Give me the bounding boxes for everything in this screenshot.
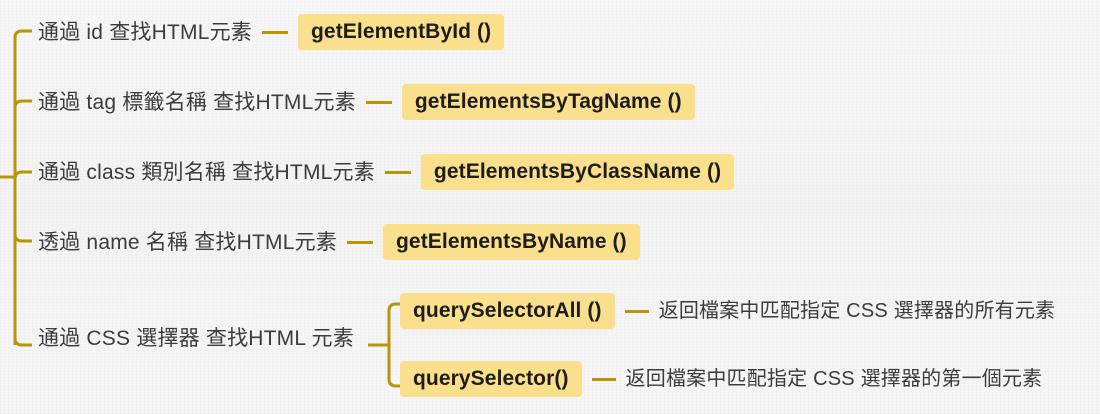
method-badge-queryselector[interactable]: querySelector() bbox=[400, 361, 582, 397]
elbow-to-id-row bbox=[13, 29, 32, 39]
branch-row-tag: 通過 tag 標籤名稱 查找HTML元素 getElementsByTagNam… bbox=[38, 84, 695, 120]
connector-line-icon bbox=[384, 170, 411, 174]
connector-line-icon bbox=[591, 377, 616, 381]
connector-line-icon bbox=[347, 240, 373, 244]
method-badge-getelementsbytagname[interactable]: getElementsByTagName () bbox=[401, 84, 695, 120]
description-queryselectorall: 返回檔案中匹配指定 CSS 選擇器的所有元素 bbox=[658, 300, 1056, 322]
description-queryselector: 返回檔案中匹配指定 CSS 選擇器的第一個元素 bbox=[625, 368, 1043, 390]
branch-label-id: 通過 id 查找HTML元素 bbox=[38, 20, 252, 44]
elbow-to-tag-row bbox=[13, 99, 32, 109]
method-badge-getelementsbyname[interactable]: getElementsByName () bbox=[383, 224, 640, 260]
branch-label-tag: 通過 tag 標籤名稱 查找HTML元素 bbox=[38, 90, 356, 114]
elbow-to-css-row bbox=[13, 337, 32, 347]
branch-label-css-selector: 通過 CSS 選擇器 查找HTML 元素 bbox=[38, 327, 354, 350]
connector-line-icon bbox=[624, 309, 649, 313]
method-badge-getelementbyid[interactable]: getElementById () bbox=[297, 14, 505, 50]
branch-row-name: 透過 name 名稱 查找HTML元素 getElementsByName () bbox=[38, 224, 640, 260]
connector-line-icon bbox=[261, 30, 288, 34]
sub-branch-row-queryselectorall: querySelectorAll () 返回檔案中匹配指定 CSS 選擇器的所有… bbox=[400, 293, 1055, 329]
branch-label-class: 通過 class 類別名稱 查找HTML元素 bbox=[38, 160, 375, 184]
branch-label-name: 透過 name 名稱 查找HTML元素 bbox=[38, 230, 337, 254]
branch-row-id: 通過 id 查找HTML元素 getElementById () bbox=[38, 14, 505, 50]
method-badge-getelementsbyclassname[interactable]: getElementsByClassName () bbox=[420, 154, 735, 190]
branch-row-class: 通過 class 類別名稱 查找HTML元素 getElementsByClas… bbox=[38, 154, 735, 190]
branch-row-css-selector: 通過 CSS 選擇器 查找HTML 元素 bbox=[38, 328, 354, 349]
connector-line-icon bbox=[365, 100, 392, 104]
elbow-to-class-row bbox=[13, 170, 32, 180]
elbow-to-name-row bbox=[13, 233, 32, 243]
sub-branch-row-queryselector: querySelector() 返回檔案中匹配指定 CSS 選擇器的第一個元素 bbox=[400, 361, 1042, 397]
method-badge-queryselectorall[interactable]: querySelectorAll () bbox=[400, 293, 615, 329]
